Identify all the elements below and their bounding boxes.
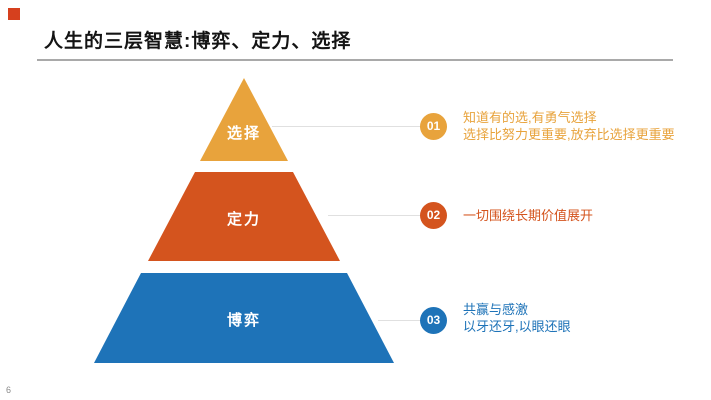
connector-line-bottom xyxy=(378,320,434,321)
page-number: 6 xyxy=(6,385,12,395)
pyramid-layer-bottom xyxy=(94,273,394,363)
annotation-line: 选择比努力更重要,放弃比选择更重要 xyxy=(463,127,675,142)
pyramid-layer-label-top: 选择 xyxy=(226,125,261,142)
annotation-text-01: 知道有的选,有勇气选择 选择比努力更重要,放弃比选择更重要 xyxy=(463,109,675,143)
connector-line-top xyxy=(272,126,434,127)
step-badge-02: 02 xyxy=(420,202,447,229)
annotation-line: 共赢与感激 xyxy=(463,302,529,317)
annotation-line: 一切围绕长期价值展开 xyxy=(463,208,594,223)
title-underline xyxy=(37,59,673,61)
pyramid-layer-label-middle: 定力 xyxy=(226,211,261,228)
annotation-line: 以牙还牙,以眼还眼 xyxy=(463,319,571,334)
page-title: 人生的三层智慧:博弈、定力、选择 xyxy=(44,31,352,52)
connector-line-middle xyxy=(328,215,434,216)
annotation-line: 知道有的选,有勇气选择 xyxy=(463,110,597,125)
annotation-text-03: 共赢与感激 以牙还牙,以眼还眼 xyxy=(463,301,571,335)
step-badge-01: 01 xyxy=(420,113,447,140)
pyramid-layer-label-bottom: 博弈 xyxy=(226,312,261,329)
step-badge-03: 03 xyxy=(420,307,447,334)
pyramid-diagram: 选择 定力 博弈 xyxy=(94,78,394,363)
accent-square xyxy=(8,8,20,20)
annotation-text-02: 一切围绕长期价值展开 xyxy=(463,207,593,224)
